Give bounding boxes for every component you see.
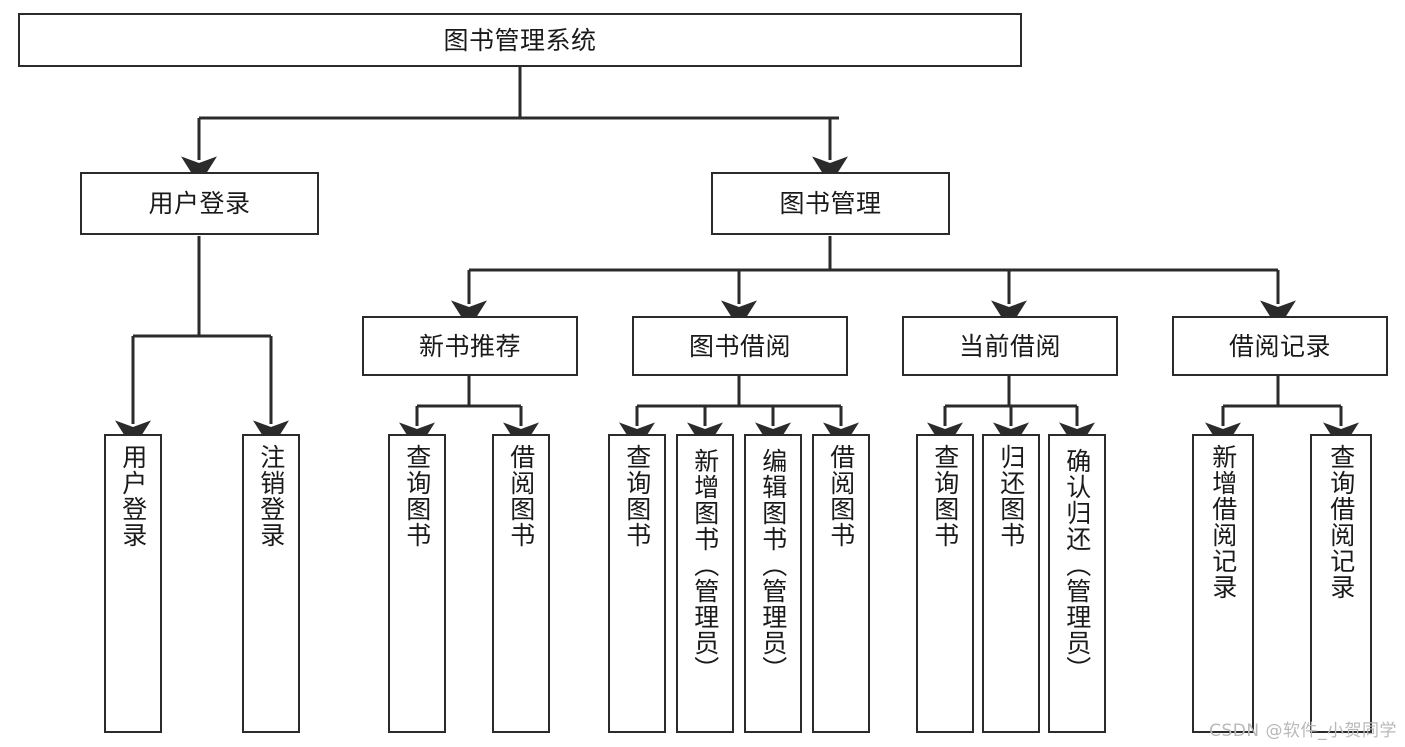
node-borrow-record-label: 借阅记录 bbox=[1228, 331, 1331, 361]
node-leaf-edit-book-label: 编辑图书（管理员） bbox=[758, 448, 788, 682]
node-leaf-confirm-return[interactable]: 确认归还（管理员） bbox=[1048, 434, 1106, 733]
node-root[interactable]: 图书管理系统 bbox=[18, 13, 1022, 67]
node-leaf-return-book-label: 归还图书 bbox=[996, 444, 1026, 548]
node-leaf-add-book[interactable]: 新增图书（管理员） bbox=[676, 434, 734, 733]
node-current-borrow-label: 当前借阅 bbox=[958, 331, 1061, 361]
node-leaf-logout[interactable]: 注销登录 bbox=[242, 434, 300, 733]
watermark: CSDN @软件_小贺同学 bbox=[1209, 721, 1397, 741]
node-leaf-confirm-return-label: 确认归还（管理员） bbox=[1062, 448, 1092, 682]
node-leaf-add-record[interactable]: 新增借阅记录 bbox=[1192, 434, 1254, 733]
node-leaf-query-record[interactable]: 查询借阅记录 bbox=[1310, 434, 1372, 733]
node-leaf-query-book-1[interactable]: 查询图书 bbox=[388, 434, 446, 733]
node-new-book-rec[interactable]: 新书推荐 bbox=[362, 316, 578, 376]
node-leaf-query-book-3[interactable]: 查询图书 bbox=[916, 434, 974, 733]
node-leaf-user-login-label: 用户登录 bbox=[118, 444, 148, 548]
node-leaf-query-book-3-label: 查询图书 bbox=[930, 444, 960, 548]
node-new-book-rec-label: 新书推荐 bbox=[418, 331, 521, 361]
node-book-borrow[interactable]: 图书借阅 bbox=[632, 316, 848, 376]
node-borrow-record[interactable]: 借阅记录 bbox=[1172, 316, 1388, 376]
node-leaf-borrow-book-2[interactable]: 借阅图书 bbox=[812, 434, 870, 733]
node-leaf-query-book-2-label: 查询图书 bbox=[622, 444, 652, 548]
node-leaf-logout-label: 注销登录 bbox=[256, 444, 286, 548]
node-leaf-query-book-2[interactable]: 查询图书 bbox=[608, 434, 666, 733]
node-leaf-borrow-book-1[interactable]: 借阅图书 bbox=[492, 434, 550, 733]
node-book-manage-label: 图书管理 bbox=[779, 189, 882, 218]
node-user-login-label: 用户登录 bbox=[148, 189, 251, 218]
node-leaf-query-record-label: 查询借阅记录 bbox=[1326, 444, 1356, 600]
node-leaf-query-book-1-label: 查询图书 bbox=[402, 444, 432, 548]
node-root-label: 图书管理系统 bbox=[443, 25, 597, 55]
node-user-login[interactable]: 用户登录 bbox=[80, 172, 319, 235]
node-leaf-borrow-book-2-label: 借阅图书 bbox=[826, 444, 856, 548]
node-leaf-add-book-label: 新增图书（管理员） bbox=[690, 448, 720, 682]
node-current-borrow[interactable]: 当前借阅 bbox=[902, 316, 1118, 376]
node-leaf-return-book[interactable]: 归还图书 bbox=[982, 434, 1040, 733]
node-leaf-add-record-label: 新增借阅记录 bbox=[1208, 444, 1238, 600]
node-book-borrow-label: 图书借阅 bbox=[688, 331, 791, 361]
node-leaf-user-login[interactable]: 用户登录 bbox=[104, 434, 162, 733]
node-book-manage[interactable]: 图书管理 bbox=[711, 172, 950, 235]
node-leaf-edit-book[interactable]: 编辑图书（管理员） bbox=[744, 434, 802, 733]
node-leaf-borrow-book-1-label: 借阅图书 bbox=[506, 444, 536, 548]
